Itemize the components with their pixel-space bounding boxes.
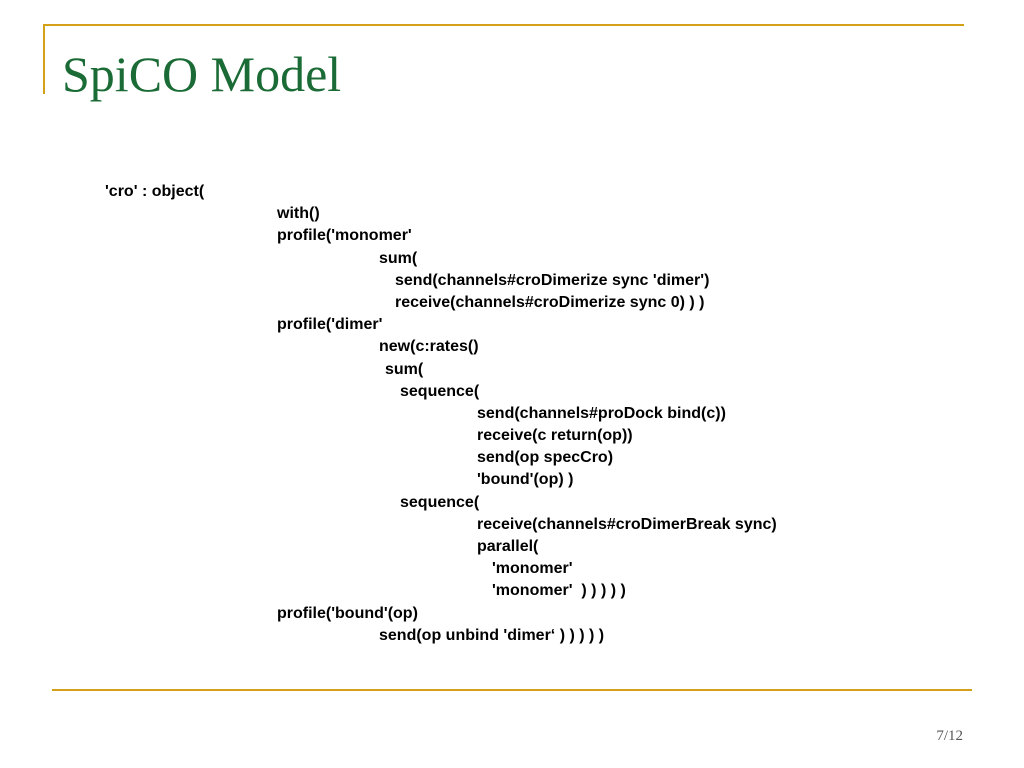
bottom-rule <box>52 689 972 691</box>
code-line: profile('dimer' <box>277 316 383 334</box>
code-line: 'monomer' <box>492 560 573 578</box>
code-line: 'cro' : object( <box>105 183 205 200</box>
code-line: 'monomer' ) ) ) ) ) <box>492 582 626 600</box>
code-line: with() <box>277 205 320 223</box>
page-number: 7/12 <box>936 728 963 744</box>
left-rule <box>43 24 45 94</box>
code-line: send(op specCro) <box>477 449 614 467</box>
code-line: send(channels#proDock bind(c)) <box>477 404 726 422</box>
code-line: sum( <box>385 360 424 378</box>
code-line: receive(c return(op)) <box>477 427 633 445</box>
slide-title: SpiCO Model <box>62 46 342 102</box>
code-line: receive(channels#croDimerBreak sync) <box>477 515 777 533</box>
code-block: 'cro' : object( with() profile('monomer' su… <box>105 181 777 647</box>
top-rule <box>43 24 964 26</box>
code-line: sequence( <box>400 382 480 400</box>
code-line: send(op unbind 'dimer‘ ) ) ) ) ) <box>379 626 605 644</box>
code-line: 'bound'(op) ) <box>477 471 574 489</box>
code-line: profile('monomer' <box>277 227 412 245</box>
code-line: sequence( <box>400 493 480 511</box>
code-line: sum( <box>379 249 418 267</box>
code-line: receive(channels#croDimerize sync 0) ) ) <box>395 293 705 311</box>
code-line: new(c:rates() <box>379 338 479 356</box>
code-line: send(channels#croDimerize sync 'dimer') <box>395 271 710 289</box>
code-line: profile('bound'(op) <box>277 604 418 622</box>
code-line: parallel( <box>477 538 539 555</box>
